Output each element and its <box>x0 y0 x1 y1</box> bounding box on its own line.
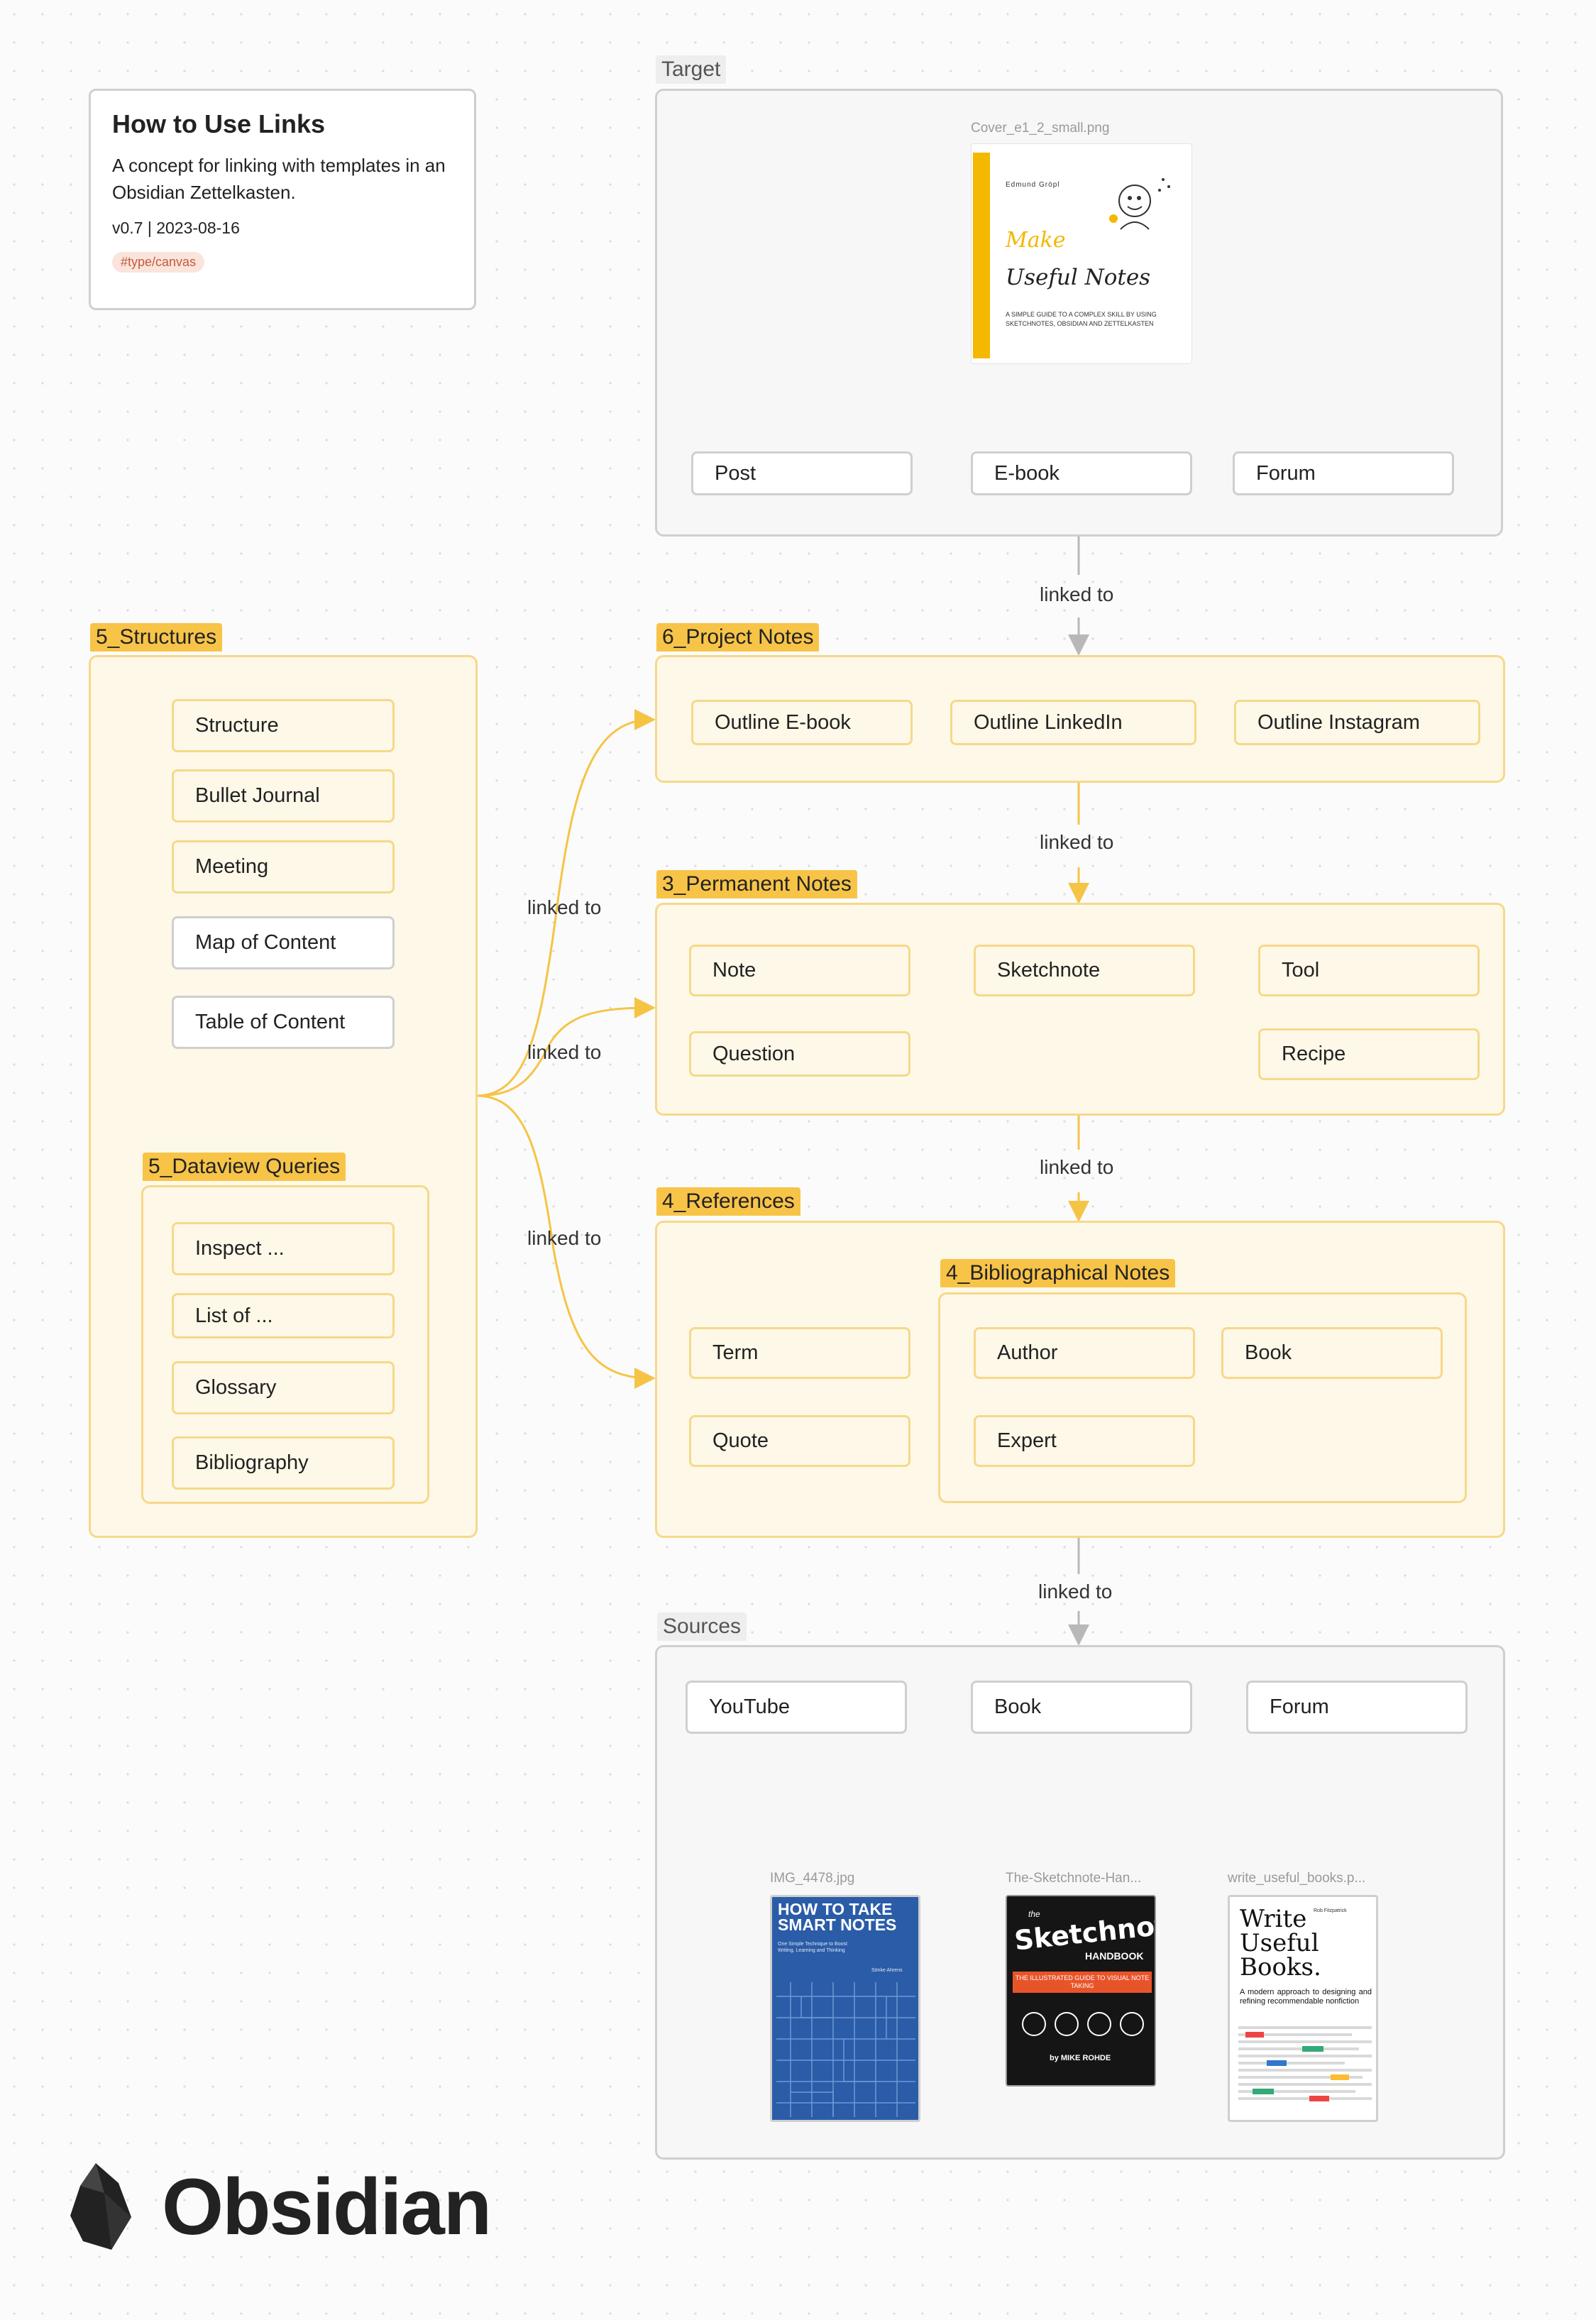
sketchnote-the: the <box>1028 1909 1040 1919</box>
canvas-description: A concept for linking with templates in … <box>112 155 446 203</box>
edge-label-permanent-references: linked to <box>1040 1156 1114 1178</box>
node-outline-linkedin[interactable]: Outline LinkedIn <box>950 700 1196 745</box>
title-card[interactable]: How to Use Links A concept for linking w… <box>89 89 476 310</box>
node-sketchnote[interactable]: Sketchnote <box>974 945 1195 996</box>
node-post[interactable]: Post <box>691 451 913 495</box>
group-label-structures[interactable]: 5_Structures <box>90 623 223 652</box>
group-permanent-notes[interactable] <box>655 903 1505 1116</box>
cover-image-write-useful-books[interactable]: Write Useful Books. Rob Fitzpatrick A mo… <box>1228 1895 1378 2122</box>
edge-label-target-project: linked to <box>1040 583 1114 605</box>
cover-spine <box>973 153 990 358</box>
smart-notes-subtitle: One Simple Technique to Boost Writing, L… <box>778 1942 847 1953</box>
node-table-of-content[interactable]: Table of Content <box>172 996 395 1049</box>
edge-label-structures-project: linked to <box>527 896 602 918</box>
group-label-dataview-queries[interactable]: 5_Dataview Queries <box>143 1153 346 1181</box>
image-caption-smart-notes: IMG_4478.jpg <box>770 1871 855 1886</box>
node-forum-target[interactable]: Forum <box>1233 451 1454 495</box>
node-bullet-journal[interactable]: Bullet Journal <box>172 769 395 823</box>
node-outline-instagram[interactable]: Outline Instagram <box>1234 700 1480 745</box>
node-list-of[interactable]: List of ... <box>172 1293 395 1338</box>
node-forum-source[interactable]: Forum <box>1246 1681 1468 1734</box>
cover-title-make: Make <box>1006 228 1066 253</box>
cover-image-sketchnote-handbook[interactable]: the Sketchnote HANDBOOK THE ILLUSTRATED … <box>1006 1895 1156 2087</box>
edge-label-project-permanent: linked to <box>1040 831 1114 853</box>
sketchnote-author: by MIKE ROHDE <box>1050 2054 1111 2062</box>
type-tag[interactable]: #type/canvas <box>112 252 205 273</box>
node-quote[interactable]: Quote <box>689 1415 910 1467</box>
node-expert[interactable]: Expert <box>974 1415 1195 1467</box>
node-author[interactable]: Author <box>974 1327 1195 1379</box>
write-useful-books-subtitle: A modern approach to designing and refin… <box>1240 1988 1372 2006</box>
cover-image-make-useful-notes[interactable]: Edmund Gröpl Make Useful Notes A simple … <box>971 143 1192 364</box>
cover-image-smart-notes[interactable]: HOW TO TAKE SMART NOTES One Simple Techn… <box>770 1895 920 2122</box>
text-blocks-pattern <box>1238 2026 1372 2101</box>
group-label-sources[interactable]: Sources <box>657 1612 747 1641</box>
maze-grid-icon <box>776 1982 915 2117</box>
group-label-project-notes[interactable]: 6_Project Notes <box>656 623 820 652</box>
node-bibliography[interactable]: Bibliography <box>172 1436 395 1490</box>
smart-notes-author: Sönke Ahrens <box>871 1968 903 1973</box>
obsidian-wordmark: Obsidian <box>162 2162 492 2251</box>
cover-title-useful-notes: Useful Notes <box>1006 265 1151 290</box>
node-term[interactable]: Term <box>689 1327 910 1379</box>
group-label-target[interactable]: Target <box>656 55 727 84</box>
edge-label-structures-references: linked to <box>527 1227 602 1249</box>
obsidian-logo-icon <box>70 2163 131 2250</box>
node-tool[interactable]: Tool <box>1258 945 1480 996</box>
node-book-source[interactable]: Book <box>971 1681 1192 1734</box>
node-outline-e-book[interactable]: Outline E-book <box>691 700 913 745</box>
node-glossary[interactable]: Glossary <box>172 1361 395 1414</box>
node-book-bibliographical[interactable]: Book <box>1221 1327 1443 1379</box>
node-recipe[interactable]: Recipe <box>1258 1028 1480 1080</box>
edge-label-references-sources: linked to <box>1038 1580 1113 1602</box>
node-e-book[interactable]: E-book <box>971 451 1192 495</box>
sketch-figure-icon <box>1109 178 1170 230</box>
cover-subtitle: A simple guide to a complex skill by usi… <box>1006 311 1157 327</box>
version-date: v0.7 | 2023-08-16 <box>112 219 240 237</box>
sketchnote-tagline: THE ILLUSTRATED GUIDE TO VISUAL NOTE TAK… <box>1013 1972 1152 1993</box>
group-label-bibliographical-notes[interactable]: 4_Bibliographical Notes <box>940 1259 1176 1287</box>
smart-notes-title: HOW TO TAKE SMART NOTES <box>778 1900 897 1934</box>
image-caption-write-useful-books: write_useful_books.p... <box>1228 1871 1366 1886</box>
group-label-references[interactable]: 4_References <box>656 1187 800 1216</box>
edge-label-structures-permanent: linked to <box>527 1041 602 1063</box>
group-label-permanent-notes[interactable]: 3_Permanent Notes <box>656 870 857 898</box>
node-note[interactable]: Note <box>689 945 910 996</box>
node-structure[interactable]: Structure <box>172 699 395 752</box>
group-bibliographical-notes[interactable] <box>938 1292 1467 1503</box>
image-caption-cover: Cover_e1_2_small.png <box>971 121 1110 136</box>
node-map-of-content[interactable]: Map of Content <box>172 916 395 969</box>
write-useful-books-title: Write Useful Books. <box>1240 1905 1321 1981</box>
sketch-icons-row <box>1022 2012 1144 2036</box>
image-caption-sketchnote-handbook: The-Sketchnote-Han... <box>1006 1871 1142 1886</box>
canvas-title: How to Use Links <box>112 109 326 138</box>
node-meeting[interactable]: Meeting <box>172 840 395 894</box>
node-inspect[interactable]: Inspect ... <box>172 1222 395 1275</box>
node-youtube[interactable]: YouTube <box>686 1681 907 1734</box>
node-question[interactable]: Question <box>689 1031 910 1077</box>
cover-author: Edmund Gröpl <box>1006 181 1060 189</box>
sketchnote-handbook-word: HANDBOOK <box>1085 1950 1144 1962</box>
write-useful-books-author: Rob Fitzpatrick <box>1314 1908 1347 1913</box>
